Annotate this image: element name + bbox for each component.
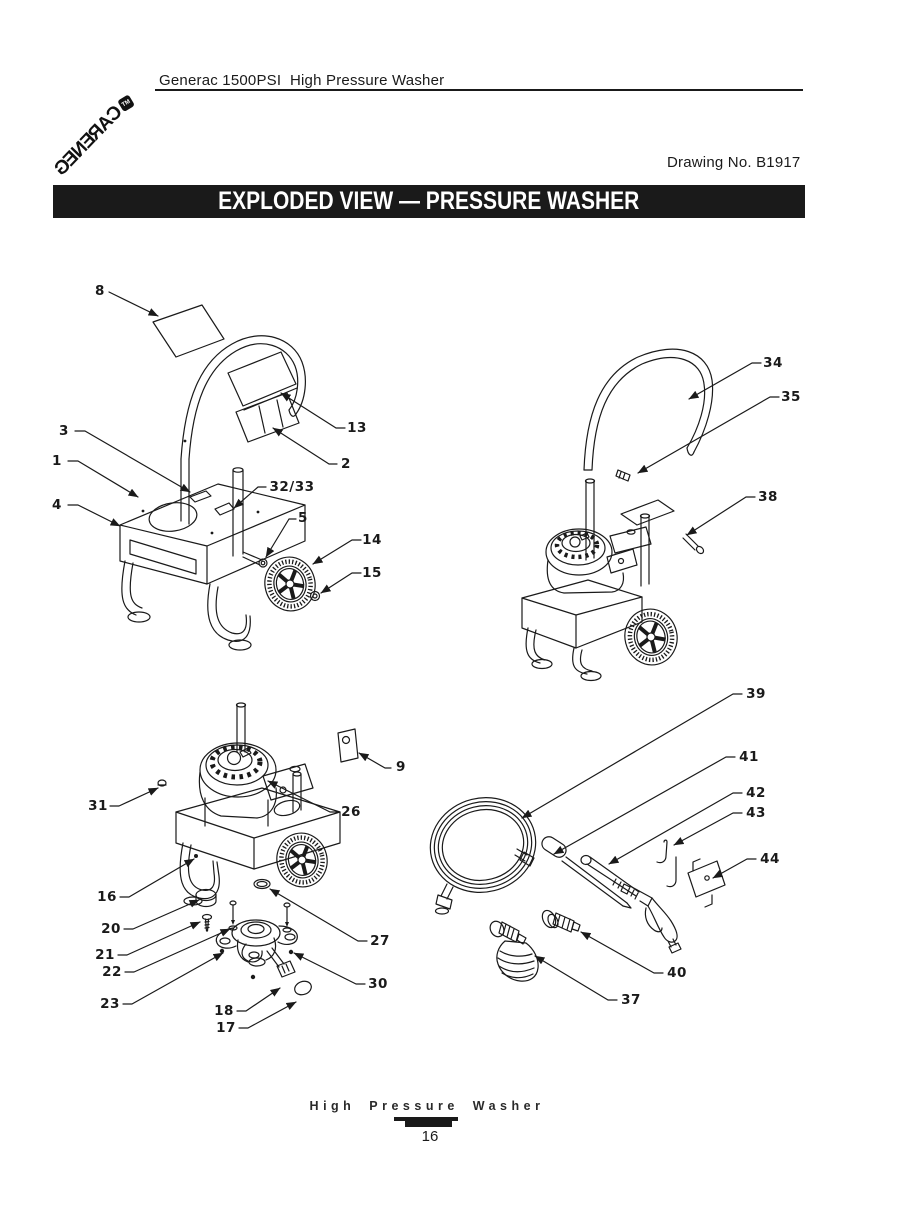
spray-gun — [620, 883, 682, 954]
pump — [215, 919, 298, 980]
callout-18: 18 — [214, 1003, 234, 1019]
callout-5: 5 — [298, 510, 308, 526]
callout-16: 16 — [97, 889, 117, 905]
engine — [545, 526, 652, 594]
wheel — [276, 832, 328, 888]
callout-32-33: 32/33 — [269, 479, 315, 495]
footer-rule-accent — [405, 1121, 452, 1127]
callout-42: 42 — [746, 785, 766, 801]
callout-9: 9 — [396, 759, 406, 775]
callout-38: 38 — [758, 489, 778, 505]
drawing-number: Drawing No. B1917 — [667, 154, 801, 171]
wheel — [624, 608, 678, 666]
section-title: EXPLODED VIEW — PRESSURE WASHER — [218, 187, 640, 215]
footer-product-name: High Pressure Washer — [309, 1099, 545, 1113]
handle-assembly-drawing — [521, 348, 780, 682]
callout-26: 26 — [341, 804, 361, 820]
callout-13: 13 — [347, 420, 367, 436]
callout-41: 41 — [739, 749, 759, 765]
handle-assembly-leaders — [637, 362, 780, 536]
header-rule — [155, 89, 803, 91]
callout-23: 23 — [100, 996, 120, 1012]
document-title: Generac 1500PSI High Pressure Washer — [159, 72, 445, 89]
callout-35: 35 — [781, 389, 801, 405]
callout-21: 21 — [95, 947, 115, 963]
callout-30: 30 — [368, 976, 388, 992]
callout-17: 17 — [216, 1020, 236, 1036]
engine-pump-assembly-drawing — [109, 702, 392, 1029]
wheel — [264, 556, 316, 612]
callout-40: 40 — [667, 965, 687, 981]
accessories-leaders — [521, 693, 757, 1001]
cart-frame-leaders — [67, 291, 362, 594]
footer-rule — [394, 1117, 458, 1121]
foamer-bottle — [489, 920, 539, 982]
callout-43: 43 — [746, 805, 766, 821]
callout-14: 14 — [362, 532, 382, 548]
hose-gun-accessories-drawing — [429, 693, 757, 1001]
callout-8: 8 — [95, 283, 105, 299]
callout-4: 4 — [52, 497, 62, 513]
engine — [198, 742, 314, 827]
section-banner: EXPLODED VIEW — PRESSURE WASHER — [53, 185, 805, 218]
page-number: 16 — [421, 1128, 439, 1145]
engine-pump-leaders — [109, 752, 392, 1029]
callout-20: 20 — [101, 921, 121, 937]
callout-1: 1 — [52, 453, 62, 469]
hose-coil — [429, 797, 537, 893]
callout-27: 27 — [370, 933, 390, 949]
cart-frame-drawing — [67, 291, 362, 651]
callout-22: 22 — [102, 964, 122, 980]
callout-31: 31 — [88, 798, 108, 814]
callout-44: 44 — [760, 851, 780, 867]
callout-2: 2 — [341, 456, 351, 472]
callout-39: 39 — [746, 686, 766, 702]
callout-37: 37 — [621, 992, 641, 1008]
callout-34: 34 — [763, 355, 783, 371]
callout-3: 3 — [59, 423, 69, 439]
callout-15: 15 — [362, 565, 382, 581]
